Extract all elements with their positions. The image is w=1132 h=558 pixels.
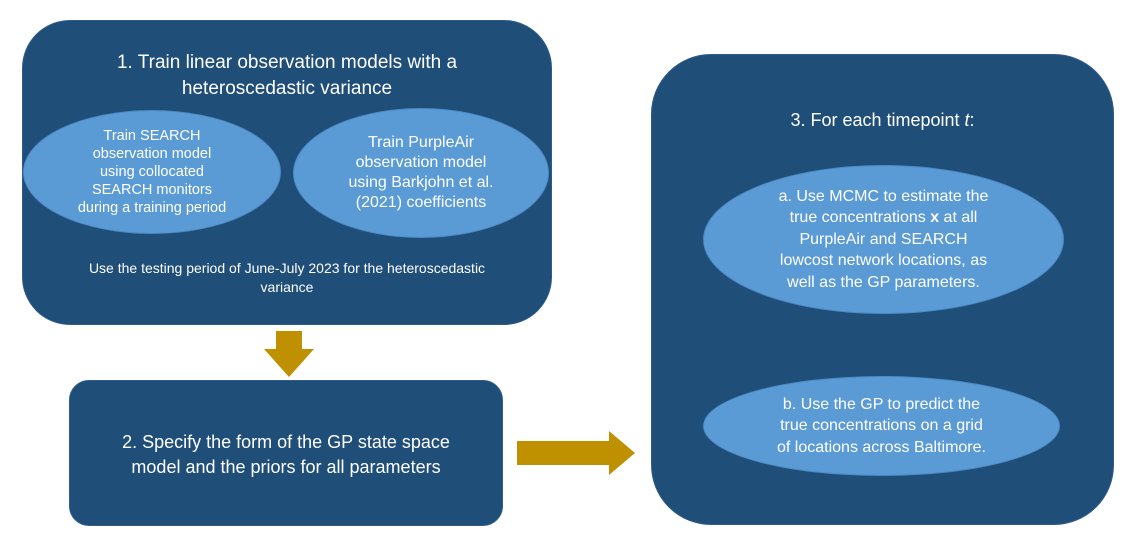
oval-train-purpleair-text: Train PurpleAir observation model using … [348,134,494,211]
oval-train-purpleair: Train PurpleAir observation model using … [293,108,549,238]
step3-title: 3. For each timepoint t: [651,110,1114,131]
oval-step3a: a. Use MCMC to estimate the true concent… [703,165,1064,314]
oval-train-search: Train SEARCH observation model using col… [23,110,281,234]
step3a-line1: a. Use MCMC to estimate the [778,187,989,205]
down-arrow [264,331,314,377]
step3a-var-x: x [930,209,940,227]
oval-train-search-text: Train SEARCH observation model using col… [77,127,227,217]
right-arrow [517,431,635,475]
step1-footer: Use the testing period of June-July 2023… [88,260,486,295]
oval-step3b: b. Use the GP to predict the true concen… [703,376,1060,476]
step1-title: 1. Train linear observation models with … [116,52,458,99]
step3b-text: b. Use the GP to predict the true concen… [777,395,986,456]
step3a-line2: true concentrations x at all [789,209,978,227]
step3-title-prefix: 3. For each timepoint [790,110,965,130]
step3a-rest: PurpleAir and SEARCH lowcost network loc… [779,230,988,291]
step2-text: 2. Specify the form of the GP state spac… [122,432,450,478]
step2-box [69,380,503,526]
step3-title-suffix: : [969,110,975,130]
step3-title-var: t [964,110,970,130]
